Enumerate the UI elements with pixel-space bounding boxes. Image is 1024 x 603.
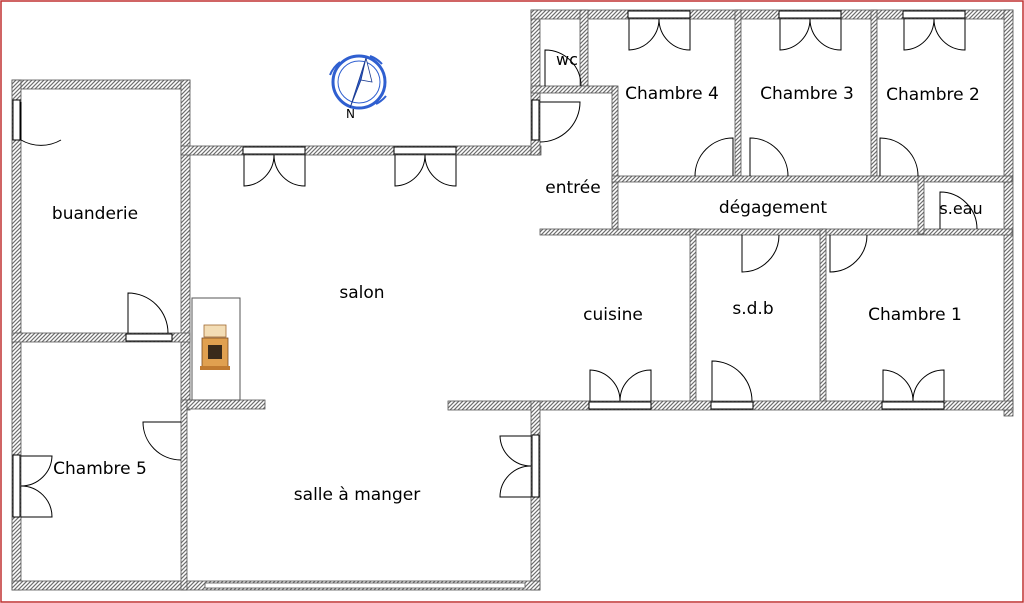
- label-chambre1: Chambre 1: [868, 305, 962, 325]
- label-seau: s.eau: [939, 199, 982, 218]
- door-frame-salon-2: [393, 146, 457, 155]
- door-swing-buanderie: [20, 102, 62, 146]
- fireplace-base: [200, 366, 230, 370]
- label-wc: wc: [556, 50, 578, 69]
- wall-deg-bottom: [539, 228, 1013, 236]
- door-swing-ch3: [749, 137, 789, 177]
- door-swing-ch3-top: [779, 18, 842, 51]
- label-buanderie: buanderie: [52, 204, 138, 224]
- label-salon: salon: [339, 283, 384, 303]
- door-swing-ch2-top: [903, 18, 966, 51]
- walls: [11, 9, 1014, 591]
- door-swing-ch1: [829, 234, 868, 273]
- fireplace: [191, 297, 241, 401]
- label-chambre5: Chambre 5: [53, 459, 147, 479]
- door-swing-salon-2: [394, 154, 457, 187]
- wall-salon-bottom-left: [180, 399, 266, 410]
- wall-wc-bottom: [530, 85, 617, 94]
- label-chambre4: Chambre 4: [625, 84, 719, 104]
- compass-north-label: N: [346, 107, 355, 121]
- wall-wc-right: [579, 9, 589, 91]
- wall-entree-right: [611, 85, 619, 235]
- wall-ch5-dining: [180, 399, 188, 591]
- wall-ch3-ch2: [870, 9, 878, 181]
- door-frame-ch4-top: [627, 10, 691, 19]
- label-salle-a-manger: salle à manger: [294, 485, 420, 505]
- wall-buanderie-bottom: [11, 332, 191, 343]
- wall-west-right-upper: [180, 79, 191, 411]
- wall-salon-top: [180, 145, 542, 156]
- label-degagement: dégagement: [719, 198, 828, 218]
- door-frame-ch3-top: [778, 10, 842, 19]
- door-swing-ch4-top: [628, 18, 691, 51]
- compass-icon: N: [329, 54, 387, 121]
- fireplace-hood: [203, 324, 227, 338]
- door-frame-buanderie-bottom: [125, 333, 173, 342]
- wall-west-top: [11, 79, 191, 90]
- wall-deg-top: [611, 175, 1013, 183]
- doors: [12, 10, 978, 518]
- door-frame-entree: [531, 99, 540, 141]
- window-bottom: [204, 582, 526, 589]
- label-sdb: s.d.b: [732, 299, 773, 319]
- door-frame-buanderie: [12, 99, 21, 141]
- wall-seau-left: [917, 175, 925, 235]
- fireplace-opening: [208, 345, 222, 359]
- door-swing-sdb-bottom: [711, 360, 753, 402]
- door-frame-salon-1: [242, 146, 306, 155]
- door-swing-buanderie-bottom: [127, 292, 169, 334]
- door-frame-cuisine: [588, 401, 652, 410]
- room-labels: buanderie salon entrée wc Chambre 4 Cham…: [52, 50, 983, 505]
- door-swing-ch1-bottom: [882, 369, 945, 402]
- door-swing-ch2: [879, 137, 919, 177]
- wall-east-right: [1003, 9, 1014, 417]
- door-frame-ch5-window: [12, 454, 21, 518]
- door-frame-ch1-bottom: [881, 401, 945, 410]
- wall-ch4-ch3: [734, 9, 742, 181]
- door-swing-cuisine: [589, 369, 652, 402]
- door-swing-seau: [939, 191, 978, 230]
- door-frame-dining: [531, 434, 540, 498]
- door-swing-wc: [544, 49, 582, 87]
- door-frame-ch2-top: [902, 10, 966, 19]
- door-swing-ch5: [142, 421, 182, 461]
- wall-cuisine-sdb: [689, 228, 697, 410]
- label-chambre3: Chambre 3: [760, 84, 854, 104]
- label-cuisine: cuisine: [583, 305, 643, 325]
- door-swing-sdb: [741, 234, 780, 273]
- door-swing-salon-1: [243, 154, 306, 187]
- door-swing-dining: [499, 435, 532, 498]
- door-swing-ch5-window: [20, 455, 53, 518]
- label-entree: entrée: [545, 178, 600, 198]
- door-frame-sdb-bottom: [710, 401, 754, 410]
- label-chambre2: Chambre 2: [886, 85, 980, 105]
- door-swing-ch4: [694, 137, 734, 177]
- wall-sdb-ch1: [819, 228, 827, 410]
- door-swing-entree: [539, 101, 581, 143]
